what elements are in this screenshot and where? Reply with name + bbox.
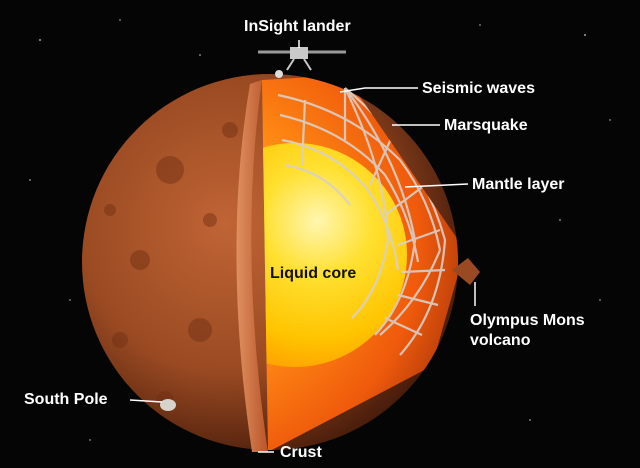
leader-lines — [129, 40, 476, 453]
label-liquid-core: Liquid core — [270, 265, 357, 282]
label-insight-lander: InSight lander — [244, 18, 351, 35]
starfield — [29, 19, 611, 441]
leader-line-seismic — [339, 87, 418, 93]
insight-lander-icon — [258, 47, 346, 78]
label-south-pole: South Pole — [24, 391, 108, 408]
label-olympus-mons-line1: Olympus Mons — [470, 312, 585, 329]
label-seismic-waves: Seismic waves — [422, 80, 535, 97]
liquid-core — [262, 143, 407, 367]
label-mantle-layer: Mantle layer — [472, 176, 565, 193]
south-pole-patch — [160, 399, 176, 411]
leader-line-mantle — [404, 183, 469, 188]
olympus-mons-shape — [452, 258, 480, 285]
crust-rim — [236, 80, 268, 452]
cutaway-interior — [262, 75, 458, 450]
label-crust: Crust — [280, 444, 322, 461]
label-marsquake: Marsquake — [444, 117, 528, 134]
label-olympus-mons-line2: volcano — [470, 332, 531, 349]
leader-line-south-pole — [129, 399, 163, 403]
